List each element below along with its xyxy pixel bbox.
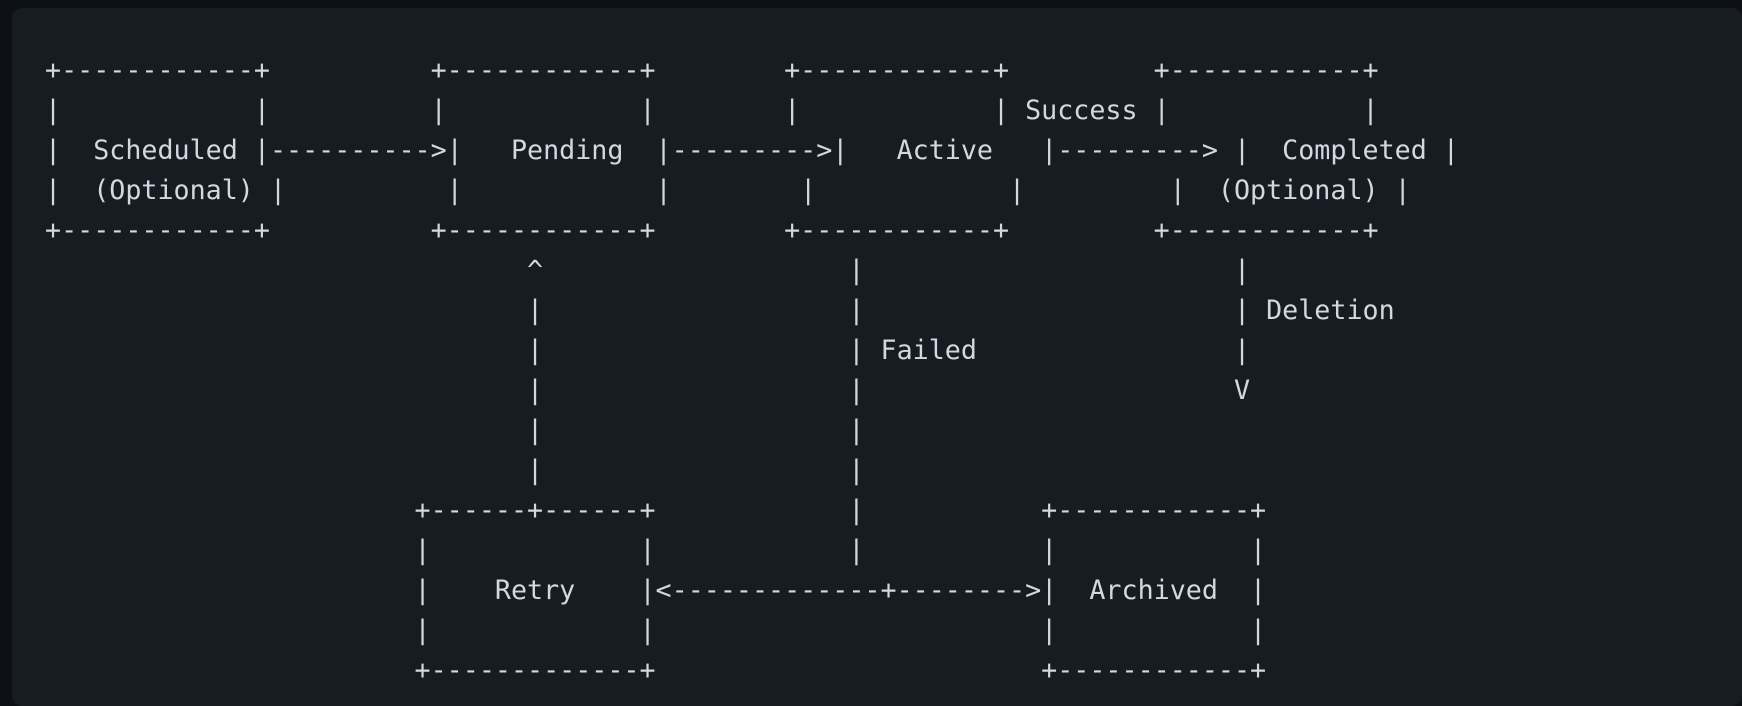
diagram-line: ^ | | <box>45 255 1251 286</box>
diagram-line: +-------------+ +------------+ <box>45 655 1267 686</box>
diagram-line: | | | | | <box>45 535 1267 566</box>
diagram-line: | | Failed | <box>45 335 1251 366</box>
diagram-line: +------------+ +------------+ +---------… <box>45 215 1379 246</box>
diagram-line: +------------+ +------------+ +---------… <box>45 55 1379 86</box>
diagram-line: | Scheduled |---------->| Pending |-----… <box>45 135 1459 166</box>
code-block: +------------+ +------------+ +---------… <box>12 8 1742 706</box>
diagram-line: | | <box>45 455 865 486</box>
diagram-line: | Retry |<-------------+-------->| Archi… <box>45 575 1267 606</box>
diagram-line: | | V <box>45 375 1251 406</box>
diagram-line: | | | | | | Success | | <box>45 95 1379 126</box>
diagram-line: | | | | <box>45 615 1267 646</box>
diagram-line: | | | Deletion <box>45 295 1395 326</box>
diagram-line: | (Optional) | | | | | | (Optional) | <box>45 175 1411 206</box>
diagram-line: +------+------+ | +------------+ <box>45 495 1267 526</box>
ascii-state-diagram: +------------+ +------------+ +---------… <box>45 51 1459 691</box>
diagram-line: | | <box>45 415 865 446</box>
